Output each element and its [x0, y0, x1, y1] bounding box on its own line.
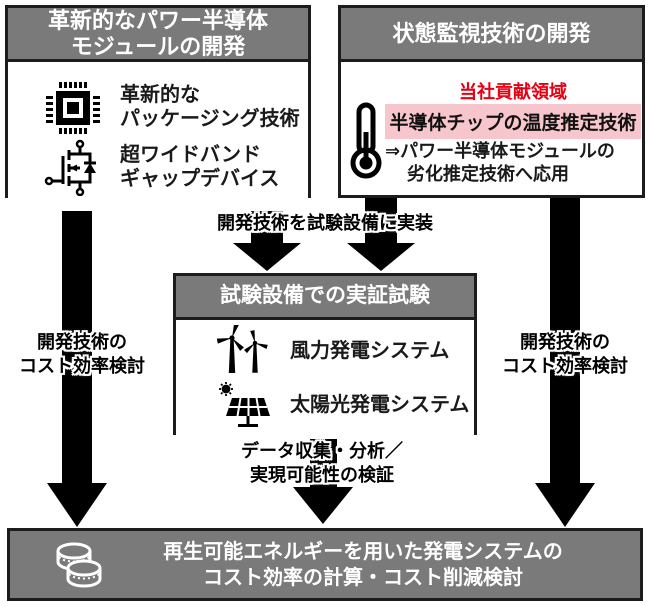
arrow-down-right-inner-icon — [347, 196, 415, 271]
wide-bandgap-line2: ギャップデバイス — [120, 168, 280, 190]
condition-monitoring-title-text: 状態監視技術の開発 — [392, 20, 591, 46]
packaging-tech-item: 革新的な パッケージング技術 — [8, 78, 308, 136]
thermometer-icon — [350, 102, 382, 179]
mosfet-icon — [44, 139, 96, 196]
cost-efficiency-line2: コスト効率の計算・コスト削減検討 — [203, 566, 523, 589]
arrow-down-left-outer-icon — [47, 196, 107, 527]
power-module-title-line2: モジュールの開発 — [70, 33, 246, 59]
degradation-note-line1: ⇒パワー半導体モジュールの — [385, 141, 615, 161]
condition-monitoring-box-title: 状態監視技術の開発 — [341, 8, 642, 62]
data-collection-label: データ収集・分析／ 実現可能性の検証 — [232, 439, 412, 488]
power-module-title-line1: 革新的なパワー半導体 — [47, 7, 268, 33]
packaging-tech-line2: パッケージング技術 — [120, 108, 300, 130]
wide-bandgap-line1: 超ワイドバンド — [120, 143, 261, 166]
solar-panel-icon — [219, 382, 270, 427]
coins-icon — [56, 542, 102, 587]
data-collection-line2: 実現可能性の検証 — [250, 465, 394, 486]
solar-power-item: 太陽光発電システム — [176, 378, 474, 432]
wind-power-label: 風力発電システム — [290, 339, 450, 362]
test-facility-box: 試験設備での実証試験 — [173, 273, 477, 439]
temperature-estimation-highlight: 半導体チップの温度推定技術 — [385, 104, 641, 139]
cost-efficiency-box: 再生可能エネルギーを用いた発電システムの コスト効率の計算・コスト削減検討 — [7, 528, 643, 601]
wide-bandgap-item: 超ワイドバンド ギャップデバイス — [8, 138, 308, 196]
data-collection-line1: データ収集・分析／ — [241, 441, 403, 461]
power-module-box-title: 革新的なパワー半導体 モジュールの開発 — [8, 8, 308, 62]
solar-power-label: 太陽光発電システム — [290, 393, 470, 416]
wind-turbine-icon — [216, 325, 268, 373]
test-facility-box-title: 試験設備での実証試験 — [176, 276, 474, 320]
right-cost-study-label: 開発技術の コスト効率検討 — [490, 330, 640, 379]
company-contribution-label: 当社貢献領域 — [459, 82, 567, 102]
wind-power-item: 風力発電システム — [176, 324, 474, 378]
test-facility-title-text: 試験設備での実証試験 — [220, 284, 430, 308]
cost-efficiency-line1: 再生可能エネルギーを用いた発電システムの — [163, 540, 563, 563]
chip-icon — [46, 82, 100, 134]
arrow-down-center-icon — [293, 433, 353, 524]
arrow-down-left-inner-icon — [233, 196, 301, 271]
right-cost-line2: コスト効率検討 — [502, 356, 628, 377]
right-cost-line1: 開発技術の — [520, 332, 610, 352]
implement-flow-label: 開発技術を試験設備に実装 — [217, 213, 433, 233]
arrow-down-right-outer-icon — [535, 196, 595, 527]
left-cost-study-label: 開発技術の コスト効率検討 — [7, 330, 157, 379]
left-cost-line1: 開発技術の — [37, 332, 127, 352]
left-cost-line2: コスト効率検討 — [19, 356, 145, 377]
power-module-development-box: 革新的なパワー半導体 モジュールの開発 革新的な — [5, 5, 311, 211]
degradation-note-line2: 劣化推定技術へ応用 — [407, 164, 569, 185]
condition-monitoring-box: 状態監視技術の開発 当社貢献領域 半導体チップの温度推定技術 ⇒パワー半導体モジ… — [338, 5, 645, 198]
packaging-tech-line1: 革新的な — [120, 83, 200, 106]
